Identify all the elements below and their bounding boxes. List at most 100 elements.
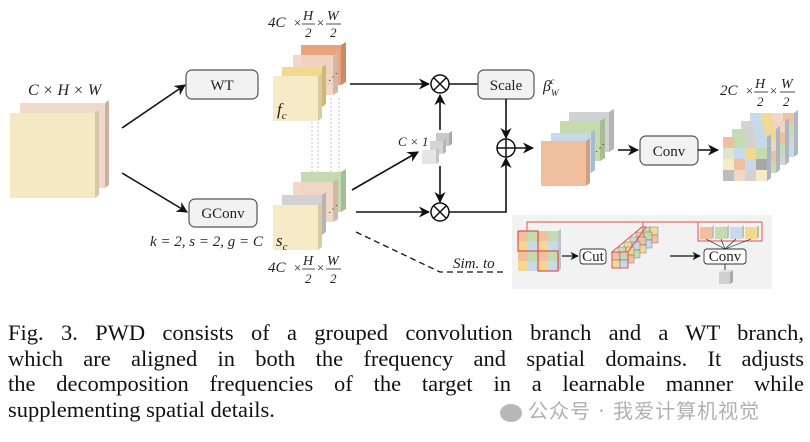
inset-grid-side [558,229,561,271]
arrow-sc-to-weights [351,151,419,191]
svg-text:×: × [316,15,325,30]
wechat-icon [500,403,522,422]
inset-input-grid [517,229,561,272]
output-cell [761,113,772,124]
inset-grid-cell [528,241,538,251]
svg-text:W: W [327,9,340,24]
inset-grid-cell [548,241,558,251]
inset-channel-row [700,225,759,250]
svg-text:2: 2 [305,25,312,40]
inset-grid-cell [538,261,548,271]
weight-vector-label: C × 1 [398,134,428,149]
output-cell [745,159,756,170]
svg-text:H: H [302,254,314,269]
svg-text:2: 2 [330,25,337,40]
inset-channel-cube [730,227,742,239]
inset-channel-cube [745,227,757,239]
svg-text:×: × [769,83,778,98]
inset-grid-cell [518,251,528,261]
inset-grid-cell [528,251,538,261]
inset-grid-cell [518,261,528,271]
inset-grid-cell [548,261,558,271]
caption-line: Fig. 3. PWD consists of a grouped convol… [8,320,804,345]
output-cell [756,148,767,159]
svg-text:H: H [302,9,314,24]
inset-cut-cuboid [610,226,659,269]
inset-conv-label: Conv [709,249,742,265]
inset-grid-cell [528,261,538,271]
add-icon [496,138,516,158]
output-cell [754,129,765,140]
svg-text:2: 2 [305,271,312,286]
scale-box: Scale [477,69,535,100]
inset-channel-cube [700,227,712,239]
gconv-params: k = 2, s = 2, g = C [150,234,264,250]
sc-dims-label: 4C × H 2 × W 2 [268,254,341,286]
conv-label: Conv [653,144,686,160]
gconv-label: GConv [201,206,245,222]
wt-box: WT [185,69,259,100]
inset-grid-cell [538,231,548,241]
output-layer-side [776,126,780,173]
inset-red-connector [526,221,763,242]
gconv-box: GConv [188,198,258,228]
pwd-diagram: C × H × W WT GConv k = 2, s = 2, g = C ⋰… [10,9,798,289]
output-layer-side [767,134,771,181]
input-dims-label: C × H × W [28,82,103,99]
inset-output-cube [719,270,733,284]
output-cell [734,159,745,170]
figure-caption: Fig. 3. PWD consists of a grouped convol… [8,320,804,422]
inset-channel-link [724,238,752,250]
inset-cut-box: Cut [579,248,607,265]
svg-text:4C: 4C [268,15,287,31]
svg-text:×: × [316,260,325,275]
output-cell [763,121,774,132]
output-tensor [723,110,798,181]
inset-cuboid-cell [619,251,629,261]
alignment-dotted-lines [311,98,340,180]
inset-channel-cube-side [727,225,729,239]
output-cell [745,137,756,148]
svg-text:2C: 2C [720,83,739,99]
output-cell [750,113,761,124]
svg-text:×: × [293,260,302,275]
sim-to-label: Sim. to [453,256,495,272]
output-cell [756,159,767,170]
inset-red-patch [517,230,539,252]
svg-text:H: H [754,77,766,92]
svg-text:4C: 4C [268,260,287,276]
output-dims-label: 2C × H 2 × W 2 [720,77,795,109]
inset-cuboid-cell [619,259,629,269]
watermark-text: 公众号 · 我爱计算机视觉 [528,399,761,423]
svg-text:×: × [293,15,302,30]
weight-vector [422,131,452,164]
caption-line: supplementing spatial details. [8,396,275,422]
fc-stack: ⋰ [273,42,346,121]
output-cell [745,148,756,159]
sc-stack: ⋰ [273,169,346,250]
inset-channel-cube-side [742,225,744,239]
output-cell [734,148,745,159]
sim-to-dashed-line [355,231,505,273]
scale-label: Scale [490,78,523,94]
inset-channel-link [724,238,737,250]
inset-channel-cube-side [757,225,759,239]
fused-stack: ⋰ [541,109,614,186]
svg-text:⋰: ⋰ [595,143,605,154]
output-cell [756,170,767,181]
output-layer-side [785,118,789,165]
svg-text:2: 2 [757,94,764,109]
inset-grid-cell [538,251,548,261]
output-cell [723,148,734,159]
arrow-to-wt [121,84,186,129]
svg-text:×: × [745,83,754,98]
multiply-top-icon [430,74,450,94]
fc-dims-label: 4C × H 2 × W 2 [268,9,341,40]
inset-conv-box: Conv [703,248,747,265]
inset-channel-link [720,238,726,250]
inset-red-slice-front [611,251,629,269]
output-cell [756,137,767,148]
output-cell [745,170,756,181]
inset-channel-cube-side [712,225,714,239]
output-cell [772,113,783,124]
